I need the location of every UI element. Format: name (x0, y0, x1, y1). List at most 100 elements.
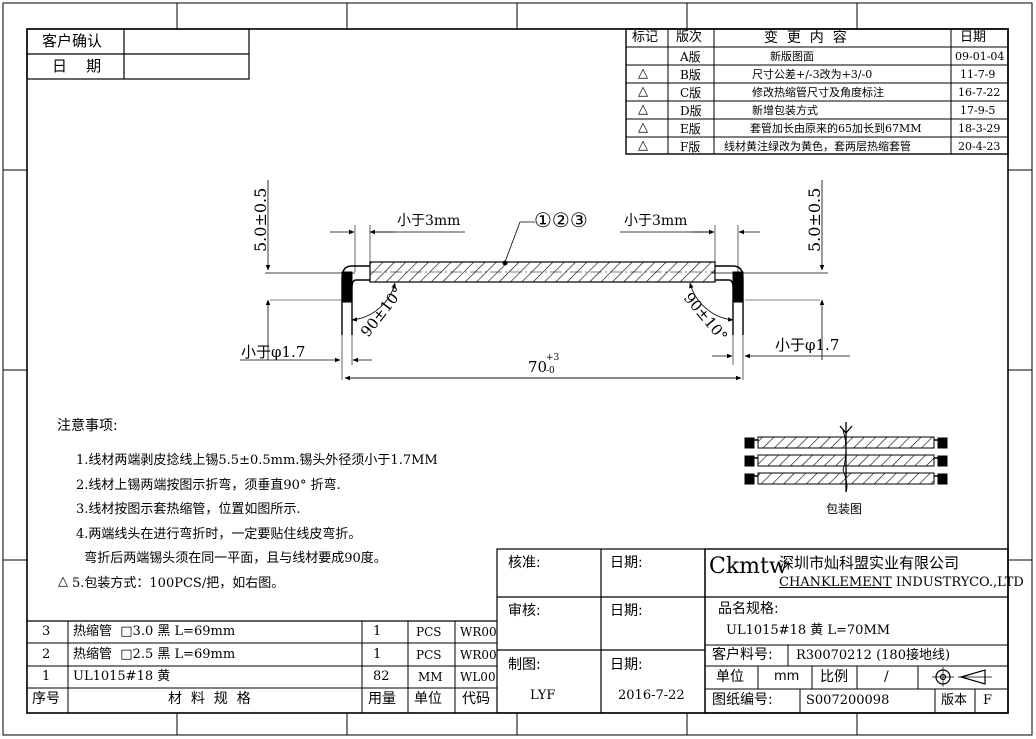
bom-row-unit: MM (418, 670, 443, 684)
draw-date: 2016-7-22 (618, 688, 685, 703)
part-label: 客户料号: (712, 647, 773, 663)
unit-label: 单位 (716, 669, 744, 685)
bom-row-code: WR00 (460, 625, 497, 639)
length-value: 70 (528, 358, 548, 376)
drawing-no-label: 图纸编号: (712, 692, 773, 708)
rev-row-version: E版 (680, 122, 701, 136)
unit-value: mm (774, 669, 800, 684)
rev-row-mark-icon: △ (638, 84, 648, 99)
company-name-cn: 深圳市灿科盟实业有限公司 (779, 554, 960, 572)
dim-right-vertical: 5.0±0.5 (805, 188, 824, 252)
rev-row-date: 16-7-22 (958, 86, 1001, 99)
draw-date-label: 日期: (610, 657, 643, 673)
bom-header-spec: 材 料 规 格 (168, 691, 251, 707)
projection-symbol-icon (932, 667, 992, 687)
rev-row-content: 修改热缩管尺寸及角度标注 (752, 86, 884, 99)
bom-row-qty: 1 (373, 624, 382, 639)
rev-row-content: 线材黄注绿改为黄色，套两层热缩套管 (724, 140, 911, 153)
rev-row-date: 18-3-29 (958, 122, 1001, 135)
rev-row-content: 尺寸公差+/-3改为+3/-0 (752, 68, 873, 81)
diameter-right: 小于φ1.7 (775, 336, 840, 354)
bom-row-spec: 热缩管 □3.0 黑 L=69mm (73, 624, 236, 639)
rev-row-version: D版 (680, 104, 702, 118)
bom-row-no: 3 (42, 624, 51, 639)
bom-row-unit: PCS (416, 648, 442, 662)
bom-row-no: 1 (42, 669, 51, 684)
scale-value: / (884, 669, 889, 685)
logo-text: Ckmtw (709, 554, 788, 579)
title-block-grid (704, 548, 1009, 714)
note-item: 3.线材按图示套热缩管，位置如图所示. (76, 502, 301, 517)
bom-row-qty: 1 (373, 647, 382, 662)
check-date-label: 日期: (610, 555, 643, 571)
drawing-no-value: S007200098 (806, 693, 890, 708)
bom-table-grid (27, 620, 497, 713)
diameter-left: 小于φ1.7 (241, 343, 306, 361)
version-label: 版本 (941, 693, 968, 708)
revision-table-grid (625, 28, 1009, 155)
strip-length-left: 小于3mm (397, 213, 461, 229)
rev-row-content: 新增包装方式 (752, 104, 818, 117)
rev-row-version: A版 (680, 50, 701, 64)
product-value: UL1015#18 黄 L=70MM (726, 623, 891, 638)
rev-header-mark: 标记 (632, 30, 659, 45)
bom-row-code: WR00 (460, 648, 497, 662)
rev-row-mark-icon: △ (638, 102, 648, 117)
rev-row-content: 新版图面 (770, 50, 814, 63)
notes-title: 注意事项: (57, 418, 118, 434)
strip-length-right: 小于3mm (624, 213, 688, 229)
note-item5-mark-icon: △ (58, 574, 68, 589)
note-item: 2.线材上锡两端按图示折弯，须垂直90° 折弯. (76, 478, 341, 493)
bom-row-code: WL00 (460, 670, 496, 684)
bom-row-no: 2 (42, 647, 51, 662)
bom-header-no: 序号 (32, 691, 60, 707)
draw-label: 制图: (508, 657, 541, 673)
customer-confirm-label: 客户确认 (42, 32, 103, 50)
rev-row-date: 20-4-23 (958, 140, 1001, 153)
company-name-en: CHANKLEMENT INDUSTRYCO.,LTD (779, 576, 1024, 589)
review-date-label: 日期: (610, 603, 643, 619)
rev-row-date: 09-01-04 (955, 50, 1005, 63)
rev-row-mark-icon: △ (638, 138, 648, 153)
length-tol-lower: -0 (546, 366, 555, 376)
rev-row-version: C版 (680, 86, 702, 100)
rev-row-content: 套管加长由原来的65加长到67MM (750, 122, 922, 135)
rev-row-date: 17-9-5 (960, 104, 996, 117)
length-tol-upper: +3 (546, 353, 560, 363)
customer-date-label: 日 期 (52, 57, 102, 75)
rev-row-date: 11-7-9 (960, 68, 996, 81)
company-en-underlined: CHANKLEMENT (779, 575, 892, 590)
wire-drawing (240, 180, 850, 381)
material-callout: ①②③ (534, 208, 588, 232)
rev-header-version: 版次 (676, 30, 703, 45)
review-label: 审核: (508, 603, 541, 619)
bom-row-qty: 82 (373, 669, 390, 684)
note-item: 弯折后两端锡头须在同一平面，且与线材要成90度。 (76, 551, 387, 566)
packing-drawing (744, 422, 948, 493)
product-label: 品名规格: (718, 601, 779, 617)
note-item: 5.包装方式：100PCS/把，如右图。 (72, 576, 285, 591)
part-value: R30070212 (180接地线) (796, 648, 951, 663)
rev-header-date: 日期 (960, 30, 987, 45)
bom-header-code: 代码 (462, 691, 490, 707)
bom-header-qty: 用量 (368, 691, 396, 707)
note-item: 1.线材两端剥皮捻线上锡5.5±0.5mm.锡头外径须小于1.7MM (76, 453, 438, 468)
angle-left: 90±10° (357, 283, 407, 340)
rev-row-mark-icon: △ (638, 120, 648, 135)
bom-header-unit: 单位 (414, 691, 442, 707)
angle-right: 90±10° (680, 289, 731, 345)
rev-row-version: F版 (680, 140, 701, 154)
company-en-rest: INDUSTRYCO.,LTD (891, 575, 1024, 590)
check-label: 核准: (508, 555, 541, 571)
bom-row-spec: 热缩管 □2.5 黑 L=69mm (73, 647, 236, 662)
scale-label: 比例 (820, 669, 848, 685)
dim-left-vertical: 5.0±0.5 (251, 188, 270, 252)
rev-header-content: 变 更 内 容 (764, 30, 847, 46)
packing-caption: 包装图 (826, 502, 863, 516)
bom-row-spec: UL1015#18 黄 (73, 669, 171, 684)
note-item: 4.两端线头在进行弯折时，一定要贴住线皮弯折。 (76, 527, 362, 542)
rev-row-mark-icon: △ (638, 66, 648, 81)
rev-row-version: B版 (680, 68, 701, 82)
bom-row-unit: PCS (416, 625, 442, 639)
